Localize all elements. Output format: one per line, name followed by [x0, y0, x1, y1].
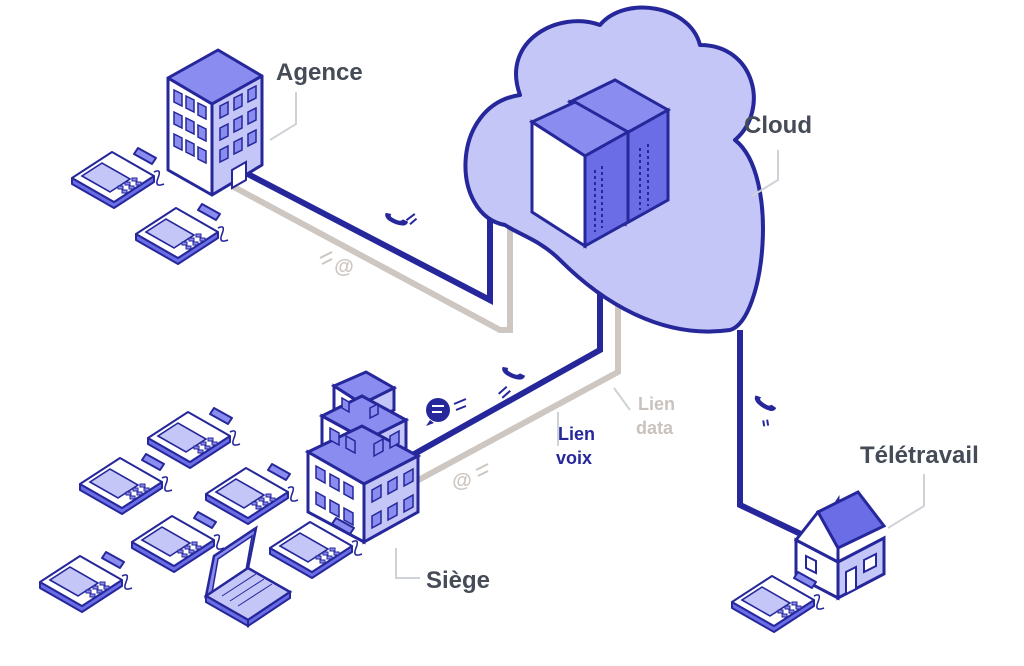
agence-data-line: [230, 183, 513, 333]
phone-icon: [498, 360, 526, 399]
leader-lines: [269, 92, 925, 579]
at-icon: @: [319, 251, 354, 278]
desk-phone-icon: [131, 511, 225, 573]
teletravail-label: Télétravail: [860, 442, 979, 469]
laptop-icon: [203, 525, 293, 628]
siege-label: Siège: [426, 567, 490, 594]
desk-phone-icon: [135, 203, 229, 265]
agence-label: Agence: [276, 59, 363, 86]
lines: [230, 167, 807, 539]
siege-data-line: [398, 290, 621, 493]
desk-phone-icon: [731, 571, 825, 633]
building-icon: [304, 370, 422, 545]
building-icon: [166, 48, 264, 197]
lien-voix-label-line2: voix: [556, 448, 592, 468]
lien-data-label-line1: Lien: [638, 394, 675, 414]
desk-phone-icon: [269, 517, 363, 579]
chat-bubble-icon: [426, 398, 467, 426]
teletravail-voice-line: [737, 330, 807, 539]
desk-phone-icon: [71, 147, 165, 209]
agence-voice-line: [238, 167, 493, 305]
desk-phone-icon: [79, 453, 173, 515]
at-icon: @: [452, 463, 489, 492]
siege-voice-line: [398, 280, 603, 465]
desk-phone-icon: [147, 407, 241, 469]
lien-voix-label-line1: Lien: [558, 424, 595, 444]
svg-text:@: @: [334, 256, 354, 278]
phone-icon: [384, 206, 418, 231]
cloud-label: Cloud: [744, 112, 812, 139]
house-icon: [793, 490, 887, 601]
server-icon: [528, 78, 672, 249]
lien-data-label-line2: data: [636, 418, 674, 438]
desk-phone-icon: [39, 551, 133, 613]
cloud: [463, 5, 765, 334]
phone-icon: [754, 392, 777, 427]
svg-text:@: @: [452, 470, 472, 492]
desk-phone-icon: [205, 463, 299, 525]
